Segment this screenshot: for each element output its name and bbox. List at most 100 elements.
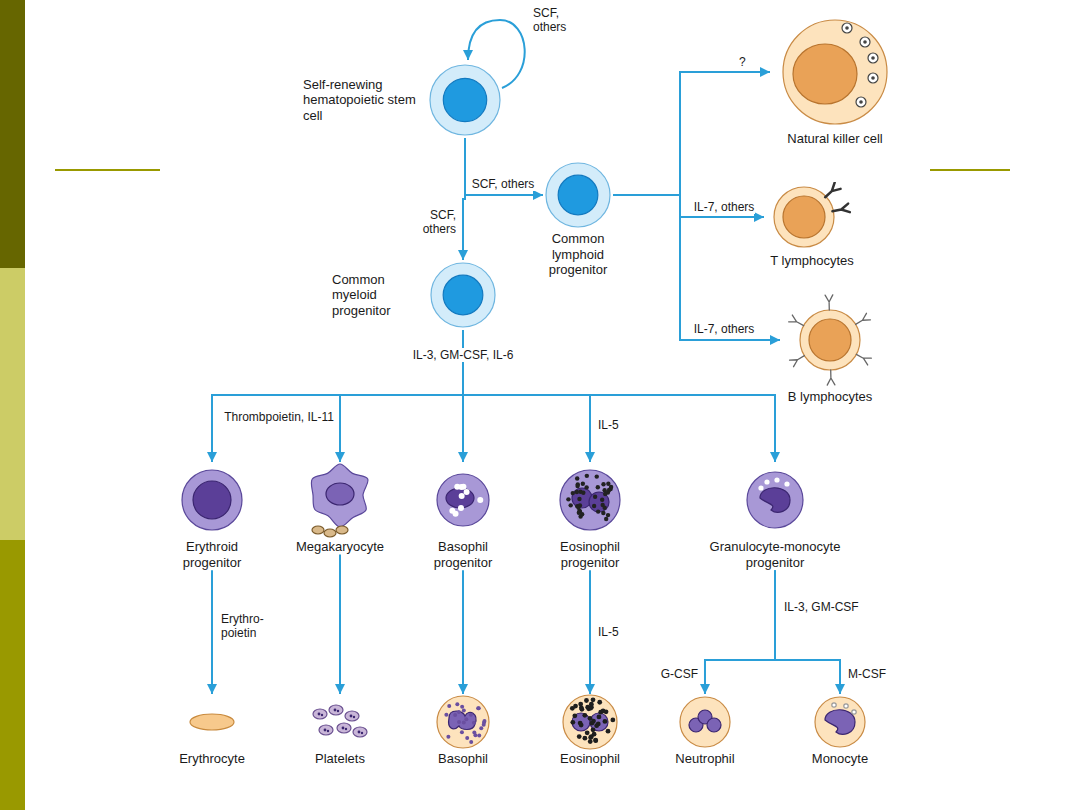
cell-illustration (812, 694, 868, 750)
lineage-arrow (613, 195, 780, 340)
granule (577, 734, 582, 739)
growth-factor-label: IL-7, others (693, 200, 756, 214)
granule (472, 721, 476, 725)
growth-factor-label: M-CSF (847, 667, 887, 681)
granule (476, 706, 480, 710)
cell-illustration (764, 182, 860, 252)
side-bar (0, 540, 25, 810)
growth-factor-label: SCF, others (413, 208, 457, 237)
granule (603, 492, 607, 496)
cell-illustration (543, 160, 613, 230)
granule (606, 482, 610, 486)
platelet-bud (324, 529, 336, 537)
granule (477, 733, 481, 737)
granule (469, 740, 473, 744)
platelet-granule (318, 713, 321, 716)
platelet-granule (361, 732, 363, 734)
receptor (790, 356, 805, 367)
cell-membrane (437, 474, 489, 526)
granule (596, 485, 600, 489)
rule-line (55, 169, 160, 171)
granule (575, 490, 579, 494)
granule (455, 702, 459, 706)
progenitor-cell: Eosinophil progenitor (548, 462, 632, 570)
receptor (832, 204, 849, 212)
platelet-granule (324, 729, 327, 732)
platelet (329, 705, 343, 715)
cell-membrane (815, 697, 865, 747)
granule (604, 517, 608, 521)
granule (610, 718, 615, 723)
granule (446, 735, 450, 739)
cell-label: Neutrophil (675, 751, 734, 767)
granule (575, 476, 579, 480)
granule (575, 484, 579, 488)
granule (460, 705, 464, 709)
cell-membrane (311, 464, 368, 527)
granule (457, 710, 461, 714)
granule (464, 717, 468, 721)
platelet (319, 725, 333, 735)
granule (569, 503, 573, 507)
granule (580, 512, 584, 516)
granule (592, 732, 597, 737)
granule (447, 704, 451, 708)
cell-label: Megakaryocyte (296, 539, 384, 555)
platelet-granule (321, 714, 323, 716)
granule (584, 485, 588, 489)
receptor (856, 313, 871, 324)
granule (582, 713, 587, 718)
platelet-granule (345, 728, 347, 730)
growth-factor-label: IL-3, GM-CSF, IL-6 (412, 348, 515, 362)
granule (458, 505, 464, 511)
receptor (827, 370, 835, 385)
cell-label: Common lymphoid progenitor (543, 231, 613, 278)
granule (479, 726, 483, 730)
cell-drawing (774, 183, 850, 247)
granule (444, 713, 448, 717)
nucleus (793, 44, 857, 104)
platelet-bud (336, 526, 348, 534)
nucleus (760, 488, 790, 513)
granule (473, 733, 477, 737)
nk-cell: Natural killer cell (770, 14, 900, 147)
cell-drawing (789, 295, 872, 385)
platelet-granule (342, 727, 345, 730)
cell-drawing (815, 697, 865, 747)
cell-label: Monocyte (812, 751, 868, 767)
growth-factor-label: Thrombpoietin, IL-11 (223, 410, 335, 424)
granule (570, 720, 575, 725)
granule (868, 53, 878, 63)
granule (591, 727, 596, 732)
cell-illustration (428, 260, 498, 330)
cell-membrane (747, 472, 803, 528)
megakaryocyte-cell: Megakaryocyte (296, 462, 384, 555)
vacuole (844, 704, 848, 708)
granule (856, 97, 866, 107)
cell-drawing (783, 20, 887, 124)
cell-membrane (800, 310, 860, 370)
mature-cell: Basophil (433, 694, 493, 767)
cell-membrane (563, 695, 617, 749)
lineage-arrow (463, 138, 465, 260)
granule (453, 713, 457, 717)
granule (592, 504, 596, 508)
cell-label: Natural killer cell (787, 131, 882, 147)
cell-drawing (311, 464, 368, 537)
growth-factor-label: SCF, others (532, 6, 578, 35)
progenitor-cell: Basophil progenitor (421, 462, 505, 570)
granule (482, 719, 486, 723)
vacuole (764, 479, 769, 484)
lineage-arrow (589, 570, 591, 694)
nucleus (558, 175, 598, 215)
granule (582, 736, 587, 741)
vacuole (784, 481, 789, 486)
granule-core (863, 40, 867, 44)
platelet-granule (350, 715, 353, 718)
granule (469, 713, 473, 717)
growth-factor-label: IL-7, others (693, 322, 756, 336)
granule (601, 511, 605, 515)
granule (596, 509, 600, 513)
granule (585, 730, 590, 735)
